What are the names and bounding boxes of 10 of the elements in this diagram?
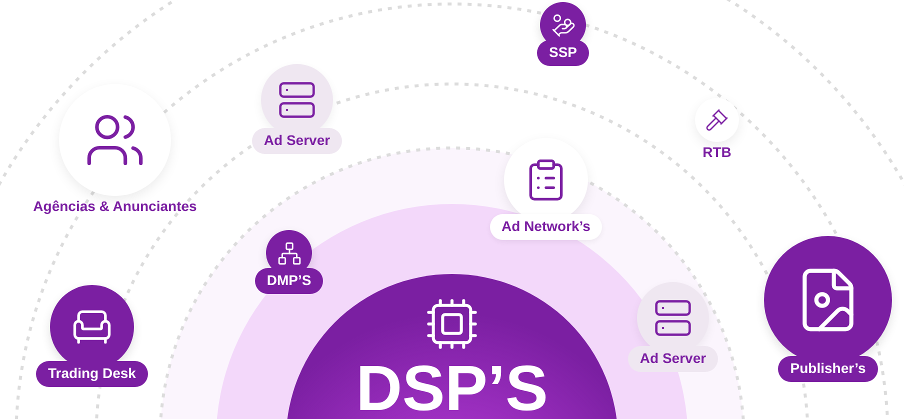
node-label: RTB [702,144,732,162]
hub-title: DSP’S [356,356,548,419]
label-pill: SSP [536,40,589,66]
label-pill: DMP’S [254,268,324,294]
label-pill: Trading Desk [36,361,148,386]
label-pill: Ad Server [252,128,342,154]
label-pill: Ad Network’s [490,214,602,240]
label-pill: Ad Server [628,346,718,372]
node-label: Agências & Anunciantes [33,198,197,216]
label-pill: Publisher’s [778,356,878,382]
